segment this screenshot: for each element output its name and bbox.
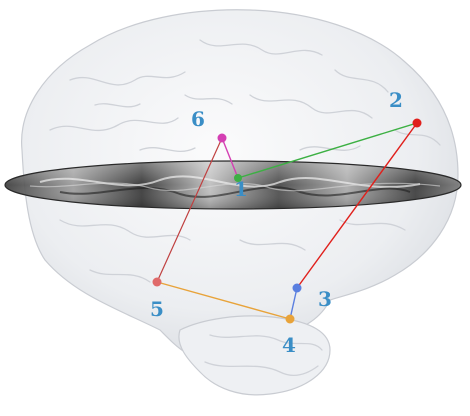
node-label-2: 2 (389, 88, 403, 112)
edge-3-4 (289, 287, 298, 320)
network-edges (156, 122, 418, 320)
node-2 (412, 118, 422, 128)
network-nodes (152, 118, 422, 324)
node-1 (234, 174, 242, 182)
edge-4-5 (156, 281, 291, 320)
node-6 (217, 133, 227, 143)
node-label-6: 6 (191, 107, 205, 131)
mri-axial-slice (4, 160, 462, 210)
edge-2-3 (296, 122, 418, 289)
node-3 (292, 283, 302, 293)
node-label-3: 3 (318, 287, 332, 311)
node-5 (152, 277, 162, 287)
brain-sulci (49, 39, 441, 376)
node-4 (285, 314, 295, 324)
edge-5-6 (156, 137, 223, 283)
node-label-1: 1 (234, 177, 248, 201)
edge-1-2 (237, 122, 418, 179)
edge-1-6 (221, 137, 239, 179)
node-label-4: 4 (282, 333, 296, 357)
node-label-5: 5 (150, 297, 164, 321)
node-labels: 1 2 3 4 5 6 (150, 88, 403, 357)
brain-cerebellum (178, 315, 331, 396)
